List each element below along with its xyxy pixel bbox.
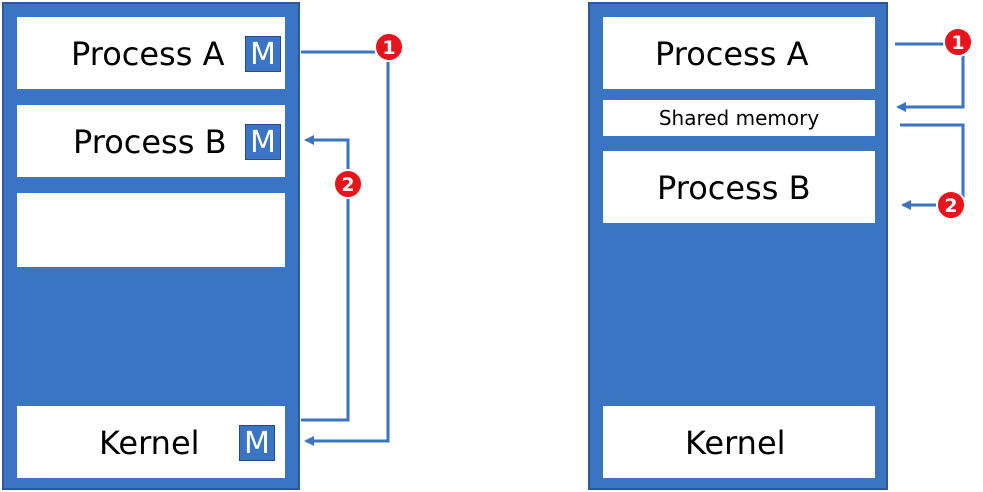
right-memory-layout: Process A Shared memory Process B Kernel — [588, 2, 888, 490]
shared-memory-label: Shared memory — [658, 106, 820, 130]
right-process-a-label: Process A — [655, 35, 809, 73]
left-arrow-step-1 — [301, 50, 390, 446]
left-step-2-marker: 2 — [333, 169, 363, 199]
left-process-b-box: Process B M — [16, 104, 286, 178]
right-arrow-step-1 — [895, 42, 965, 112]
kernel-memory-badge: M — [239, 425, 275, 461]
right-step-1-number: 1 — [951, 32, 964, 54]
right-process-b-box: Process B — [602, 150, 876, 224]
left-step-2-number: 2 — [341, 174, 354, 196]
right-process-b-label: Process B — [657, 169, 811, 207]
left-empty-slot — [16, 192, 286, 268]
left-arrow-step-2 — [301, 135, 350, 422]
left-memory-layout: Process A M Process B M Kernel M — [2, 2, 300, 490]
left-process-a-label: Process A — [71, 35, 225, 73]
shared-memory-box: Shared memory — [602, 99, 876, 137]
right-kernel-label: Kernel — [685, 424, 786, 462]
right-arrow-step-2 — [900, 123, 965, 210]
left-step-1-marker: 1 — [374, 32, 404, 62]
left-process-a-box: Process A M — [16, 16, 286, 90]
left-kernel-label: Kernel — [99, 424, 200, 462]
process-a-memory-badge: M — [245, 36, 281, 72]
right-step-2-marker: 2 — [936, 190, 966, 220]
right-step-1-marker: 1 — [943, 27, 973, 57]
right-kernel-box: Kernel — [602, 405, 876, 479]
left-process-b-label: Process B — [73, 123, 227, 161]
right-process-a-box: Process A — [602, 16, 876, 90]
left-kernel-box: Kernel M — [16, 405, 286, 479]
process-b-memory-badge: M — [245, 124, 281, 160]
right-step-2-number: 2 — [944, 195, 957, 217]
left-step-1-number: 1 — [382, 37, 395, 59]
